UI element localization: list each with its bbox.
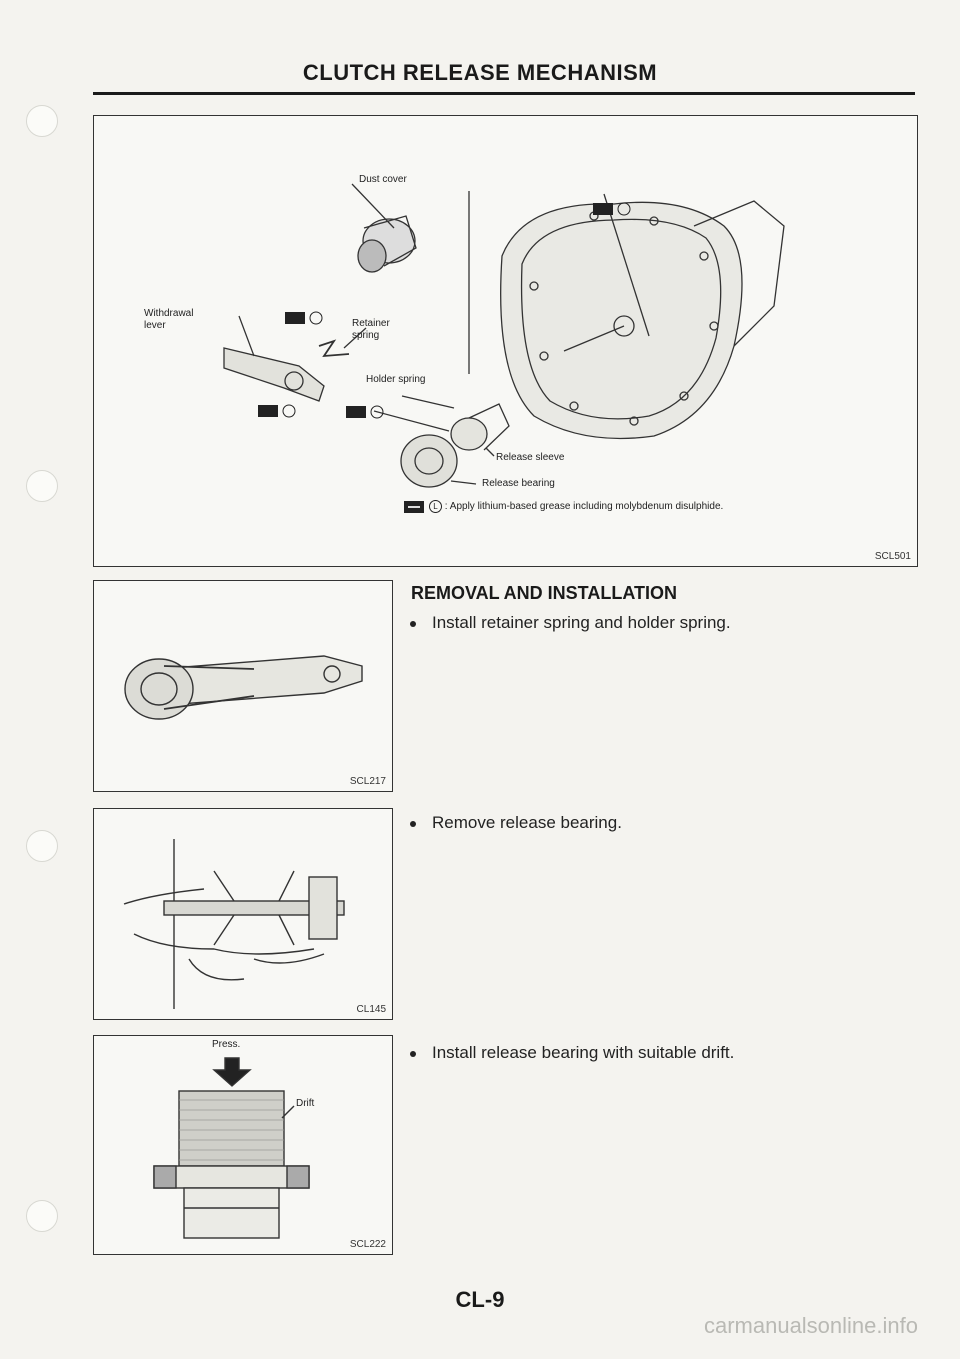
withdrawal-lever-part <box>223 347 325 402</box>
label-withdrawal-lever: Withdrawal <box>144 308 194 319</box>
page-number: CL-9 <box>455 1287 505 1312</box>
release-bearing-part <box>400 434 458 488</box>
grease-marker <box>258 203 613 418</box>
grease-icon <box>404 500 424 513</box>
watermark: carmanualsonline.info <box>703 1313 918 1338</box>
step-text: Remove release bearing. <box>432 813 622 832</box>
figure-retainer-spring: SCL217 <box>93 580 393 792</box>
figure-ref: SCL222 <box>349 1239 386 1250</box>
label-holder-spring: Holder spring <box>366 374 426 385</box>
label-retainer-spring-2: spring <box>352 330 380 341</box>
label-drift: Drift <box>296 1098 315 1109</box>
label-press: Press. <box>212 1039 241 1050</box>
exploded-view-illustration <box>223 183 785 488</box>
label-release-sleeve: Release sleeve <box>496 452 565 463</box>
binder-hole <box>26 830 58 862</box>
step-text: Install release bearing with suitable dr… <box>432 1043 735 1062</box>
bullet <box>410 820 416 827</box>
housing-bolt-holes <box>529 211 719 426</box>
press-arrow <box>212 1057 252 1087</box>
section-heading: REMOVAL AND INSTALLATION <box>411 583 677 603</box>
lithium-grease-symbol: L <box>429 500 442 513</box>
drift-part <box>178 1090 285 1167</box>
bullet <box>410 1050 416 1057</box>
transmission-housing-outline <box>500 201 743 440</box>
figure-ref: CL145 <box>356 1004 386 1015</box>
grease-legend: L : Apply lithium-based grease including… <box>404 500 723 513</box>
label-retainer-spring: Retainer <box>352 318 390 329</box>
figure-main: Dust cover Withdrawal lever Retainer spr… <box>93 115 918 567</box>
lever-spring-illustration <box>124 655 363 720</box>
header-rule <box>93 92 915 95</box>
binder-hole <box>26 470 58 502</box>
step-item: Install retainer spring and holder sprin… <box>410 613 731 633</box>
retainer-spring-part <box>318 339 350 358</box>
gearbox-tail <box>693 200 785 347</box>
page-title: CLUTCH RELEASE MECHANISM <box>302 60 658 85</box>
grease-legend-text: : Apply lithium-based grease including m… <box>444 501 724 513</box>
housing-inner-rim <box>520 218 722 420</box>
figure-ref: SCL501 <box>874 551 911 562</box>
label-dust-cover: Dust cover <box>359 174 407 185</box>
input-shaft <box>613 315 635 337</box>
step-item: Remove release bearing. <box>410 813 622 833</box>
figure-remove-bearing: CL145 <box>93 808 393 1020</box>
label-withdrawal-lever-2: lever <box>144 320 166 331</box>
puller-illustration <box>123 839 345 1009</box>
figure-ref: SCL217 <box>349 776 386 787</box>
label-release-bearing: Release bearing <box>482 478 555 489</box>
drift-illustration <box>153 1057 310 1239</box>
figure-install-bearing: Press. Drift SCL222 <box>93 1035 393 1255</box>
binder-hole <box>26 105 58 137</box>
release-sleeve-part <box>450 417 488 451</box>
dust-cover-part <box>357 215 417 273</box>
bullet <box>410 620 416 627</box>
step-text: Install retainer spring and holder sprin… <box>432 613 731 632</box>
step-item: Install release bearing with suitable dr… <box>410 1043 734 1063</box>
binder-hole <box>26 1200 58 1232</box>
